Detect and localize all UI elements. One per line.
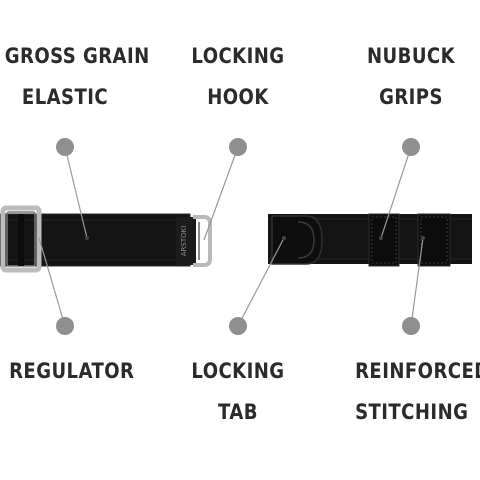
marker-locking-hook [229,138,247,156]
label-line: NUBUCK [366,44,456,68]
label-regulator: REGULATOR [9,351,135,392]
locking-tab [271,215,323,265]
label-gross-grain-elastic: GROSS GRAIN ELASTIC [4,36,150,118]
marker-regulator [56,317,74,335]
locking-hook: ARSTOKI [176,215,212,267]
label-line: ELASTIC [21,85,109,109]
label-nubuck-grips: NUBUCK GRIPS [359,36,462,118]
marker-reinforced-stitching [402,317,420,335]
label-line: STITCHING [355,400,469,424]
marker-locking-tab [229,317,247,335]
markers [56,138,420,335]
nubuck-grip-2 [417,213,451,267]
label-reinforced-stitching: REINFORCED STITCHING [355,351,480,433]
buckle-text: ARSTOKI [180,226,188,257]
marker-nubuck-grips [402,138,420,156]
label-line: REGULATOR [9,359,135,383]
label-line: REINFORCED [355,359,480,383]
leader-lines [38,146,424,327]
label-line: TAB [218,400,258,424]
label-line: LOCKING [191,359,285,383]
label-line: GRIPS [379,85,443,109]
label-line: LOCKING [191,44,285,68]
point-dots [85,236,425,240]
label-locking-tab: LOCKING TAB [186,351,289,433]
marker-gross-grain-elastic [56,138,74,156]
label-line: GROSS GRAIN [4,44,150,68]
label-locking-hook: LOCKING HOOK [186,36,289,118]
label-line: HOOK [207,85,269,109]
nubuck-grip-1 [368,213,400,267]
elastic-strap-left [0,213,191,267]
